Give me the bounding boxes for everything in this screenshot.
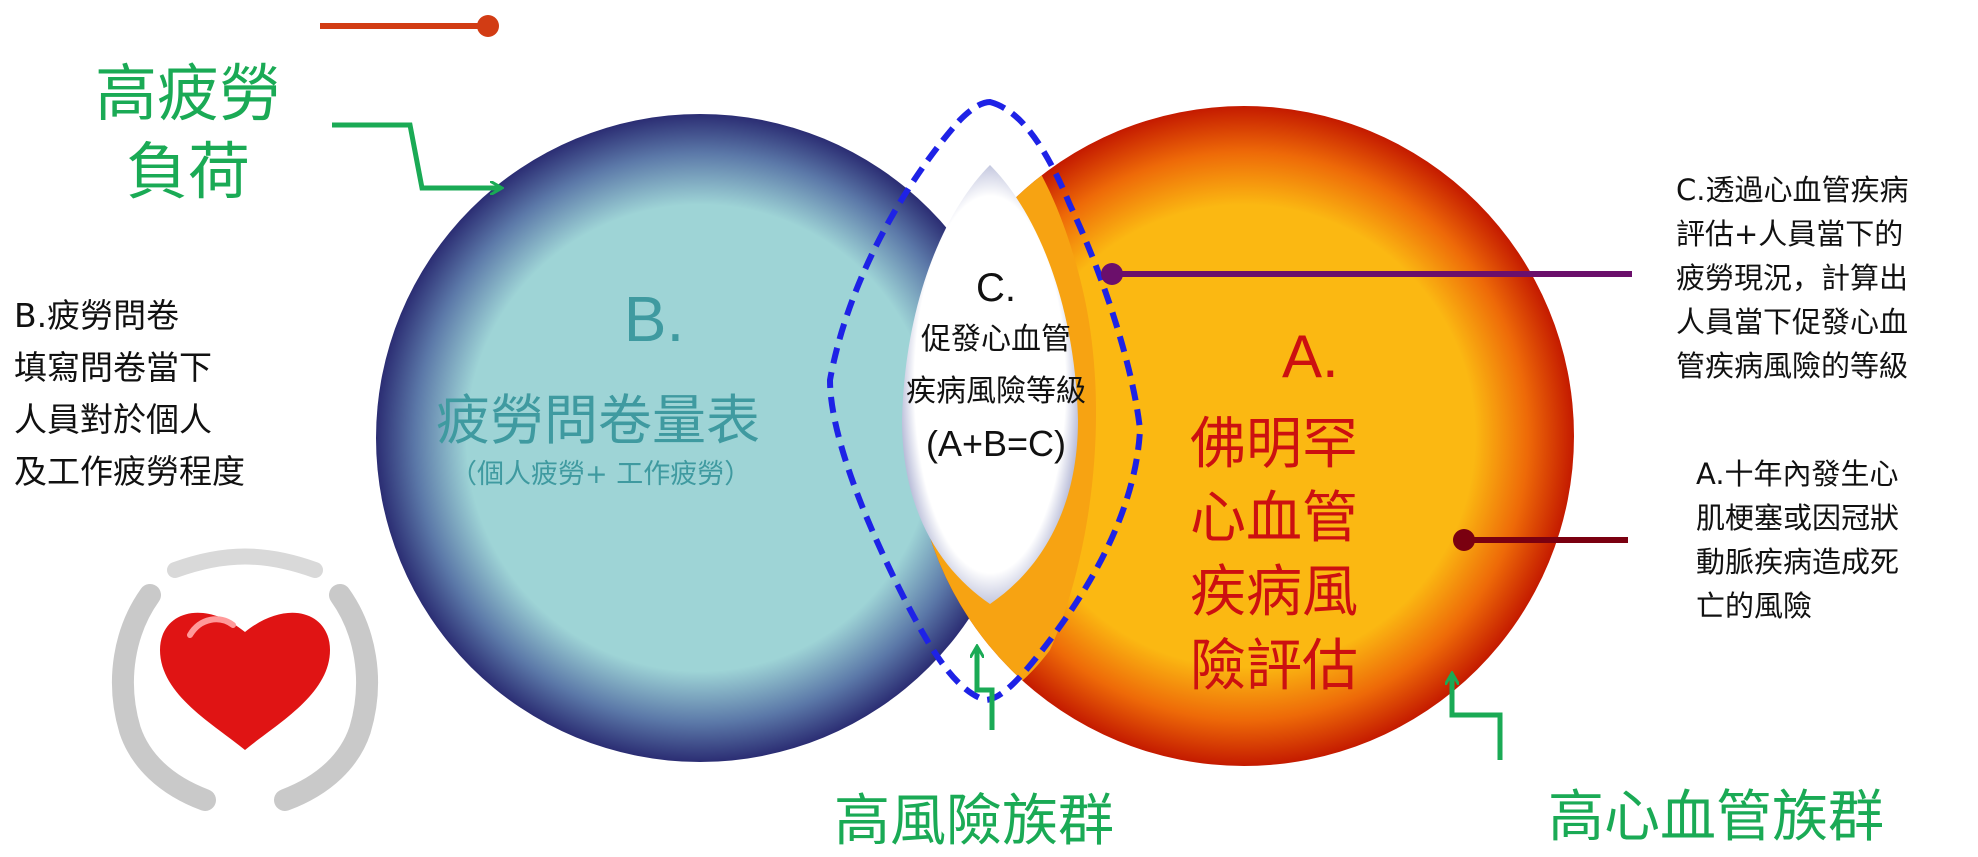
- venn-diagram: [111, 15, 1632, 811]
- b-letter: B.: [623, 283, 685, 355]
- b-title: 疲勞問卷量表: [436, 389, 760, 452]
- high-cv-arrow: [1452, 675, 1503, 760]
- a-letter: A.: [1282, 323, 1339, 390]
- c-line2: 疾病風險等級: [906, 374, 1086, 409]
- overlap-lens: [902, 165, 1078, 604]
- overlap-dashed-outline: [826, 98, 1144, 704]
- high-cv-group-label: 高心血管族群: [1548, 785, 1884, 850]
- b-subtitle: （個人疲勞+ 工作疲勞）: [450, 459, 752, 490]
- c-connector-dot: [1101, 263, 1123, 285]
- high-fatigue-label: 高疲勞 負荷: [94, 57, 281, 208]
- c-line1: 促發心血管: [921, 322, 1071, 357]
- c-description: C.透過心血管疾病 評估+人員當下的 疲勞現況，計算出 人員當下促發心血 管疾病…: [1676, 173, 1909, 383]
- c-letter: C.: [976, 266, 1016, 310]
- c-overlap-text: C. 促發心血管 疾病風險等級 (A+B=C): [856, 262, 1136, 470]
- heart-hands-icon: [111, 548, 379, 811]
- high-risk-arrow: [977, 648, 995, 730]
- high-fatigue-arrow: [332, 122, 500, 188]
- c-formula: (A+B=C): [925, 423, 1067, 464]
- a-connector-dot: [1453, 529, 1475, 551]
- legend-dot: [477, 15, 499, 37]
- fatigue-questionnaire-circle: [376, 114, 1024, 762]
- a-title: 佛明罕 心血管 疾病風 險評估: [1190, 412, 1358, 699]
- high-risk-group-label: 高風險族群: [834, 789, 1114, 854]
- b-description: B.疲勞問卷 填寫問卷當下 人員對於個人 及工作疲勞程度: [14, 296, 245, 491]
- a-description: A.十年內發生心 肌梗塞或因冠狀 動脈疾病造成死 亡的風險: [1696, 457, 1900, 623]
